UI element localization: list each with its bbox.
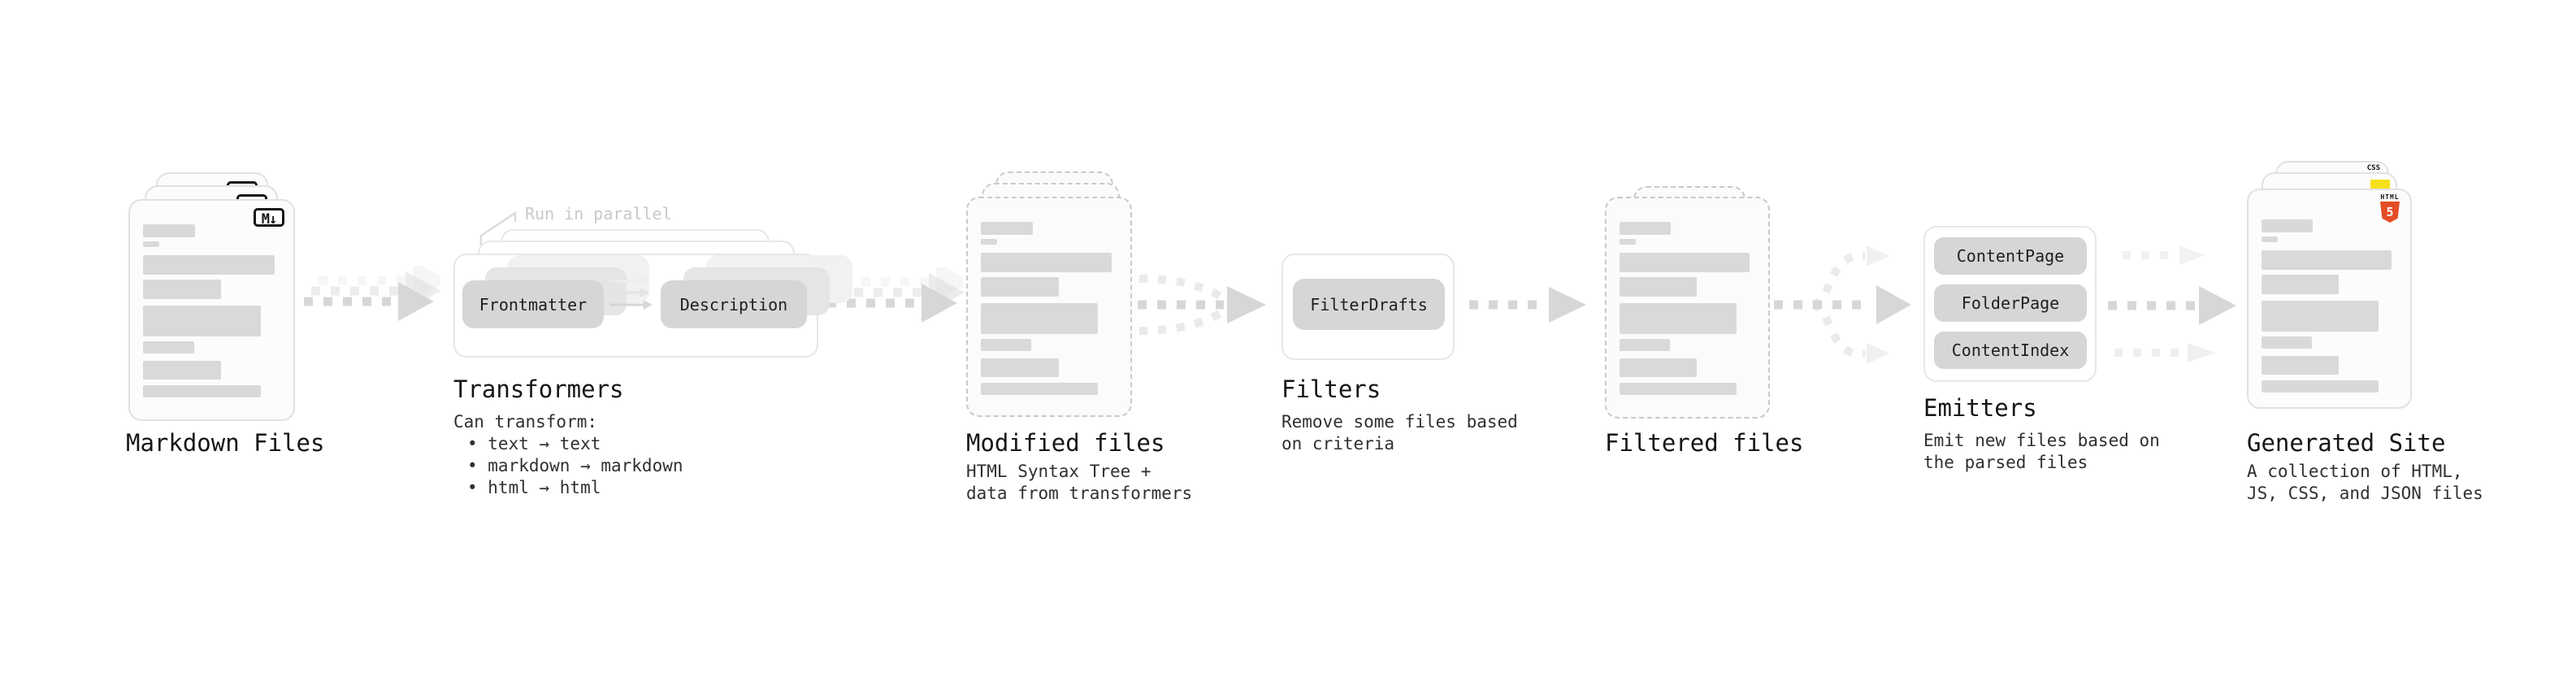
modified-file-card-front — [966, 197, 1132, 417]
skeleton-bar — [2262, 275, 2340, 294]
modified-subtitle-line: data from transformers — [966, 484, 1193, 503]
arrow-emitters-to-site-bottom — [2114, 343, 2215, 362]
stage-title-filters: Filters — [1281, 375, 1381, 403]
skeleton-bar — [1620, 253, 1750, 272]
arrow-filtered-to-emitters-fanout — [1774, 245, 1911, 364]
doc-content-skeleton — [981, 222, 1117, 395]
transform-bullet: • html → html — [467, 478, 601, 497]
modified-description: HTML Syntax Tree + data from transformer… — [966, 461, 1192, 505]
skeleton-bar — [143, 255, 275, 275]
html5-icon: HTML 5 — [2379, 193, 2400, 223]
filters-subtitle-line: Remove some files based — [1281, 412, 1518, 432]
stage-title-emitters: Emitters — [1923, 394, 2037, 422]
mini-arrows-parallel — [609, 276, 653, 310]
markdown-file-card-front: M↓ — [128, 199, 295, 421]
transformer-pill-description: Description — [661, 280, 807, 328]
skeleton-bar — [1620, 358, 1698, 377]
skeleton-bar — [143, 224, 196, 237]
stage-title-markdown-files: Markdown Files — [126, 429, 325, 457]
doc-content-skeleton — [2262, 219, 2397, 393]
transform-bullet: • text → text — [467, 434, 601, 453]
emitters-subtitle-line: the parsed files — [1923, 453, 2088, 472]
stage-title-generated-site: Generated Site — [2247, 429, 2446, 457]
filter-pill-filterdrafts: FilterDrafts — [1293, 279, 1445, 330]
emitter-pill-contentindex: ContentIndex — [1934, 332, 2087, 369]
skeleton-bar — [1620, 239, 1637, 245]
emitters-subtitle-line: Emit new files based on — [1923, 431, 2160, 450]
skeleton-bar — [1620, 303, 1737, 334]
skeleton-bar — [143, 280, 222, 299]
transformer-pill-frontmatter: Frontmatter — [462, 280, 604, 328]
skeleton-bar — [143, 341, 194, 354]
generated-description: A collection of HTML, JS, CSS, and JSON … — [2247, 461, 2483, 505]
skeleton-bar — [2262, 219, 2314, 232]
skeleton-bar — [981, 383, 1099, 395]
filters-subtitle-line: on criteria — [1281, 434, 1395, 453]
modified-subtitle-line: HTML Syntax Tree + — [966, 462, 1151, 481]
skeleton-bar — [143, 361, 222, 380]
arrow-transformers-to-modified — [827, 267, 964, 323]
skeleton-bar — [981, 222, 1033, 235]
arrow-emitters-to-site-top — [2123, 245, 2205, 265]
emitter-pill-contentpage: ContentPage — [1934, 237, 2087, 275]
skeleton-bar — [1620, 383, 1737, 395]
stage-title-transformers: Transformers — [453, 375, 624, 403]
generated-subtitle-line: A collection of HTML, — [2247, 462, 2463, 481]
skeleton-bar — [981, 253, 1112, 272]
arrow-emitters-to-site-middle — [2108, 286, 2236, 325]
javascript-icon — [2370, 180, 2390, 189]
html5-shield: 5 — [2380, 202, 2400, 223]
stage-title-filtered-files: Filtered files — [1605, 429, 1804, 457]
markdown-icon: M↓ — [254, 208, 284, 228]
skeleton-bar — [981, 277, 1059, 297]
skeleton-bar — [2262, 301, 2379, 332]
html5-icon-label: HTML — [2380, 193, 2400, 201]
site-file-card-html: HTML 5 — [2247, 189, 2412, 409]
skeleton-bar — [981, 303, 1099, 334]
filters-description: Remove some files based on criteria — [1281, 411, 1518, 455]
doc-content-skeleton — [1620, 222, 1755, 395]
arrow-markdown-to-transformers — [304, 266, 440, 321]
skeleton-bar — [1620, 222, 1672, 235]
skeleton-bar — [981, 239, 998, 245]
skeleton-bar — [143, 306, 262, 336]
stage-title-modified-files: Modified files — [966, 429, 1165, 457]
skeleton-bar — [143, 241, 160, 247]
skeleton-bar — [143, 385, 262, 397]
arrow-filters-to-filtered — [1469, 287, 1586, 323]
skeleton-bar — [2262, 336, 2312, 349]
filtered-file-card-front — [1605, 197, 1770, 419]
skeleton-bar — [981, 339, 1032, 351]
skeleton-bar — [2262, 250, 2392, 270]
skeleton-bar — [1620, 339, 1670, 351]
html5-number: 5 — [2386, 205, 2394, 219]
doc-content-skeleton — [143, 224, 280, 397]
emitter-pill-folderpage: FolderPage — [1934, 284, 2087, 322]
generated-subtitle-line: JS, CSS, and JSON files — [2247, 484, 2483, 503]
skeleton-bar — [2262, 236, 2279, 242]
arrow-modified-to-filters-converge — [1138, 275, 1266, 335]
transformers-caption: Can transform: — [453, 412, 598, 432]
skeleton-bar — [2262, 380, 2379, 393]
transform-bullet: • markdown → markdown — [467, 456, 683, 475]
emitters-description: Emit new files based on the parsed files — [1923, 430, 2160, 474]
transformers-description: Can transform: • text → text • markdown … — [453, 411, 683, 499]
skeleton-bar — [1620, 277, 1698, 297]
skeleton-bar — [2262, 356, 2340, 375]
skeleton-bar — [981, 358, 1059, 377]
run-in-parallel-label: Run in parallel — [525, 204, 672, 223]
